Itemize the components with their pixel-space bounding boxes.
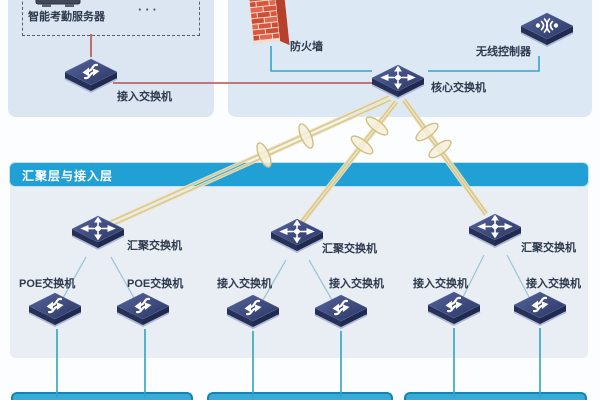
access-switch-1-icon (225, 292, 281, 334)
bottom-zone-box-2 (207, 392, 393, 400)
server-group-box (22, 0, 200, 36)
access-switch-3-icon (426, 289, 482, 331)
access-switch-4-icon (512, 289, 568, 331)
poe-switch-1-icon (27, 290, 83, 332)
agg-switch-1-label: 汇聚交换机 (127, 240, 182, 252)
agg-switch-3-label: 汇聚交换机 (521, 242, 576, 254)
poe-switch-2-icon (115, 290, 171, 332)
agg-switch-3-icon (467, 211, 523, 253)
fiber-loops (256, 116, 452, 168)
access-switch-top-label: 接入交换机 (117, 91, 172, 103)
access-switch-3-label: 接入交换机 (413, 278, 468, 290)
core-switch-label: 核心交换机 (431, 82, 486, 94)
access-switch-2-label: 接入交换机 (329, 278, 384, 290)
access-switch-4-label: 接入交换机 (526, 278, 581, 290)
core-zone-panel (228, 0, 592, 117)
bottom-zone-box-1 (11, 392, 193, 400)
aggregation-access-banner: 汇聚层与接入层 (10, 163, 588, 186)
red-links (90, 34, 373, 84)
agg-switch-2-label: 汇聚交换机 (322, 243, 377, 255)
poe-switch-2-label: POE交换机 (127, 278, 184, 290)
poe-switch-1-label: POE交换机 (19, 278, 76, 290)
more-servers-ellipsis: ··· (138, 2, 160, 17)
agg-switch-1-icon (70, 213, 126, 255)
access-switch-top-icon (63, 56, 119, 98)
access-switch-2-icon (313, 292, 369, 334)
server-zone-panel (8, 0, 214, 117)
aggregation-access-section: 汇聚层与接入层 (10, 163, 588, 358)
banner-title: 汇聚层与接入层 (22, 169, 114, 183)
agg-switch-2-icon (269, 216, 325, 258)
core-switch-icon (370, 62, 426, 104)
attendance-server-label: 智能考勤服务器 (28, 11, 105, 23)
firewall-label: 防火墙 (290, 41, 323, 53)
downlinks (56, 328, 541, 398)
wireless-controller-label: 无线控制器 (476, 46, 531, 58)
fiber-links (108, 94, 489, 228)
access-switch-1-label: 接入交换机 (217, 278, 272, 290)
server-icon (35, 0, 81, 7)
teal-links-top (270, 46, 540, 72)
firewall-icon (248, 0, 290, 46)
access-links (62, 254, 530, 301)
bottom-zone-box-3 (404, 392, 587, 400)
